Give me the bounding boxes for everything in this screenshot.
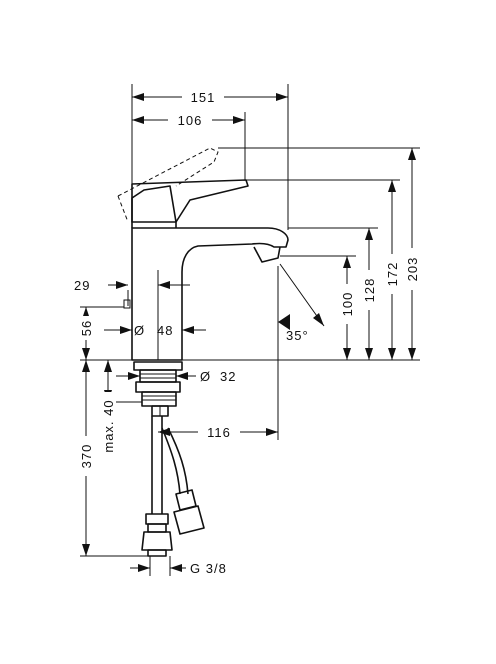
dim-max40-label: max. 40 bbox=[101, 399, 116, 452]
dim-29-label: 29 bbox=[74, 278, 90, 293]
dim-connection: G 3/8 bbox=[130, 556, 227, 576]
dim-116-label: 116 bbox=[207, 425, 231, 440]
dim-g38-label: G 3/8 bbox=[190, 561, 227, 576]
dim-width-handle: 106 bbox=[132, 111, 245, 128]
dim-370-label: 370 bbox=[79, 444, 94, 469]
dim-56-label: 56 bbox=[79, 320, 94, 336]
dim-35-label: 35° bbox=[286, 328, 309, 343]
dim-height-body: 128 bbox=[361, 228, 377, 360]
dim-max-depth: max. 40 bbox=[100, 360, 142, 460]
faucet-body bbox=[131, 185, 289, 361]
dim-popup-height: 56 bbox=[78, 306, 132, 361]
dim-203-label: 203 bbox=[405, 257, 420, 282]
dim-height-total: 203 bbox=[404, 148, 420, 360]
dim-100-label: 100 bbox=[340, 292, 355, 317]
dim-width-overall: 151 bbox=[132, 88, 288, 105]
diameter-symbol-48: Ø bbox=[134, 323, 145, 338]
popup-rod bbox=[123, 290, 131, 309]
dim-mount-diameter: Ø 32 bbox=[116, 369, 236, 384]
dim-hose-length: 370 bbox=[78, 360, 150, 557]
diameter-symbol-32: Ø bbox=[200, 369, 211, 384]
dim-spout-reach: 116 bbox=[158, 423, 278, 440]
dim-popup-offset: 29 bbox=[74, 270, 190, 360]
dim-height-handle: 172 bbox=[384, 180, 400, 360]
dim-height-spout: 100 bbox=[339, 256, 355, 360]
lever-handle bbox=[117, 147, 249, 223]
dim-48-label: 48 bbox=[157, 323, 173, 338]
dim-32-label: 32 bbox=[220, 369, 236, 384]
dim-151-label: 151 bbox=[191, 90, 216, 105]
mounting-assembly bbox=[133, 361, 183, 417]
supply-hoses bbox=[141, 416, 205, 557]
dim-172-label: 172 bbox=[385, 262, 400, 287]
dim-body-diameter: Ø 48 bbox=[104, 323, 206, 338]
dim-128-label: 128 bbox=[362, 278, 377, 303]
dim-106-label: 106 bbox=[178, 113, 203, 128]
dim-spout-angle: 35° bbox=[277, 263, 325, 440]
